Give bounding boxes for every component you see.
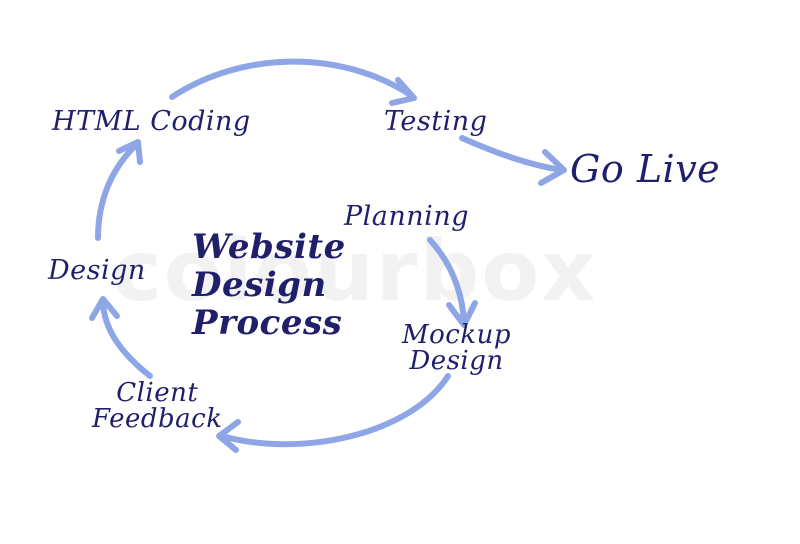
diagram-title: Website Design Process bbox=[192, 228, 346, 342]
arrow-client-to-design bbox=[100, 299, 153, 379]
node-client-feedback-line2: Feedback bbox=[92, 404, 223, 434]
arrowhead-client-to-design bbox=[89, 296, 120, 321]
arrowhead-mockup-to-client bbox=[216, 419, 241, 453]
title-line-1: Website bbox=[192, 227, 346, 267]
arrowhead-testing-to-golive bbox=[538, 149, 567, 186]
node-client-feedback: Client Feedback bbox=[92, 380, 223, 432]
node-planning: Planning bbox=[344, 201, 469, 232]
node-design: Design bbox=[48, 255, 146, 286]
arrow-testing-to-golive bbox=[459, 135, 565, 173]
arrow-mockup-to-client bbox=[219, 373, 451, 448]
title-line-2: Design bbox=[192, 265, 327, 306]
arrowhead-design-to-html bbox=[116, 139, 143, 165]
node-mockup-design-line1: Mockup bbox=[402, 320, 511, 350]
title-line-3: Process bbox=[192, 303, 343, 344]
node-client-feedback-line1: Client bbox=[116, 378, 199, 408]
arrow-html-to-testing bbox=[169, 58, 415, 100]
node-html-coding: HTML Coding bbox=[52, 106, 251, 137]
node-go-live: Go Live bbox=[570, 147, 721, 191]
node-mockup-design-line2: Design bbox=[409, 346, 504, 376]
node-testing: Testing bbox=[384, 106, 488, 137]
arrow-planning-to-mockup bbox=[427, 237, 467, 325]
arrowhead-html-to-testing bbox=[389, 77, 417, 106]
arrowhead-planning-to-mockup bbox=[446, 300, 478, 328]
watermark: colourbox bbox=[112, 222, 598, 320]
node-mockup-design: Mockup Design bbox=[402, 322, 511, 374]
arrow-design-to-html bbox=[95, 142, 139, 241]
